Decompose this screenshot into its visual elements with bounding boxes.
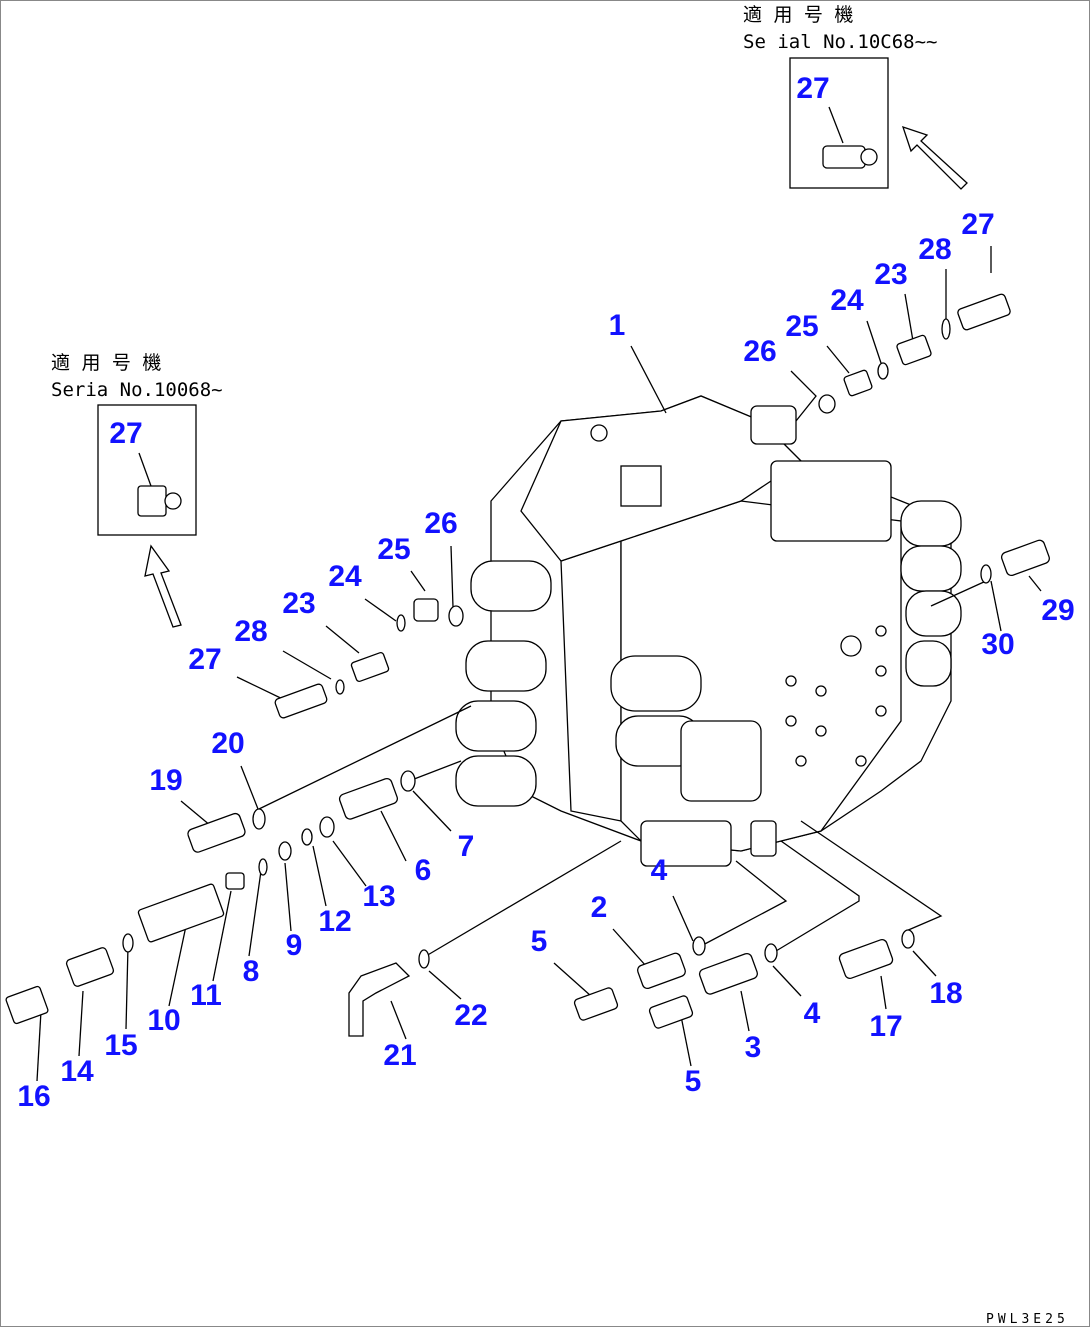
detail-box: [789, 57, 889, 189]
callout: 27: [109, 417, 142, 450]
loose-parts: [5, 293, 1050, 1037]
part-27-fitting: [822, 145, 866, 169]
note-serial: Se ial No.10C68~~: [743, 31, 937, 53]
callout-4: 4: [651, 854, 668, 887]
callout-1: 1: [609, 309, 626, 342]
callout-18: 18: [929, 977, 962, 1010]
callout-24: 24: [328, 560, 362, 593]
callout-27: 27: [961, 208, 994, 241]
callout-2: 2: [591, 891, 608, 924]
callouts: 1 2 3 4 4 5 5 6 7 8 9 10 11 12 13 14 15 …: [17, 208, 1074, 1113]
callout-25: 25: [377, 533, 410, 566]
solenoid-cylinders: [455, 500, 962, 807]
drawing-code: PWL3E25: [986, 1312, 1069, 1327]
callout-26: 26: [743, 335, 776, 368]
callout: 27: [796, 72, 829, 105]
callout-25: 25: [785, 310, 818, 343]
callout-23: 23: [874, 258, 907, 291]
serial-note-top: 適 用 号 機 Se ial No.10C68~~ 27: [743, 4, 968, 190]
leader-lines: [36, 246, 1042, 1082]
serial-note-left: 適 用 号 機 Seria No.10068~ 27: [51, 352, 223, 628]
callout-21: 21: [383, 1039, 416, 1072]
callout-30: 30: [981, 628, 1014, 661]
arrow-icon: [144, 544, 182, 628]
arrow-icon: [901, 125, 968, 190]
callout-28: 28: [234, 615, 267, 648]
callout-3: 3: [745, 1031, 762, 1064]
callout-19: 19: [149, 764, 182, 797]
port-holes: [785, 625, 887, 767]
callout-15: 15: [104, 1029, 137, 1062]
callout-9: 9: [286, 929, 303, 962]
callout-12: 12: [318, 905, 351, 938]
callout-5: 5: [531, 925, 548, 958]
callout-27: 27: [188, 643, 221, 676]
callout-4: 4: [804, 997, 821, 1030]
callout-29: 29: [1041, 594, 1074, 627]
callout-24: 24: [830, 284, 864, 317]
control-valve-assembly: [455, 395, 962, 867]
callout-7: 7: [458, 830, 475, 863]
callout-23: 23: [282, 587, 315, 620]
callout-13: 13: [362, 880, 395, 913]
callout-16: 16: [17, 1080, 50, 1113]
callout-11: 11: [190, 979, 222, 1012]
callout-8: 8: [243, 955, 260, 988]
callout-14: 14: [60, 1055, 94, 1088]
callout-17: 17: [869, 1010, 902, 1043]
callout-10: 10: [147, 1004, 180, 1037]
callout-5: 5: [685, 1065, 702, 1098]
note-title: 適 用 号 機: [51, 352, 161, 374]
callout-28: 28: [918, 233, 951, 266]
detail-box: [97, 404, 197, 536]
note-title: 適 用 号 機: [743, 4, 853, 26]
note-serial: Seria No.10068~: [51, 379, 223, 401]
callout-20: 20: [211, 727, 244, 760]
callout-26: 26: [424, 507, 457, 540]
callout-6: 6: [415, 854, 432, 887]
part-27-fitting: [137, 485, 167, 517]
callout-22: 22: [454, 999, 487, 1032]
